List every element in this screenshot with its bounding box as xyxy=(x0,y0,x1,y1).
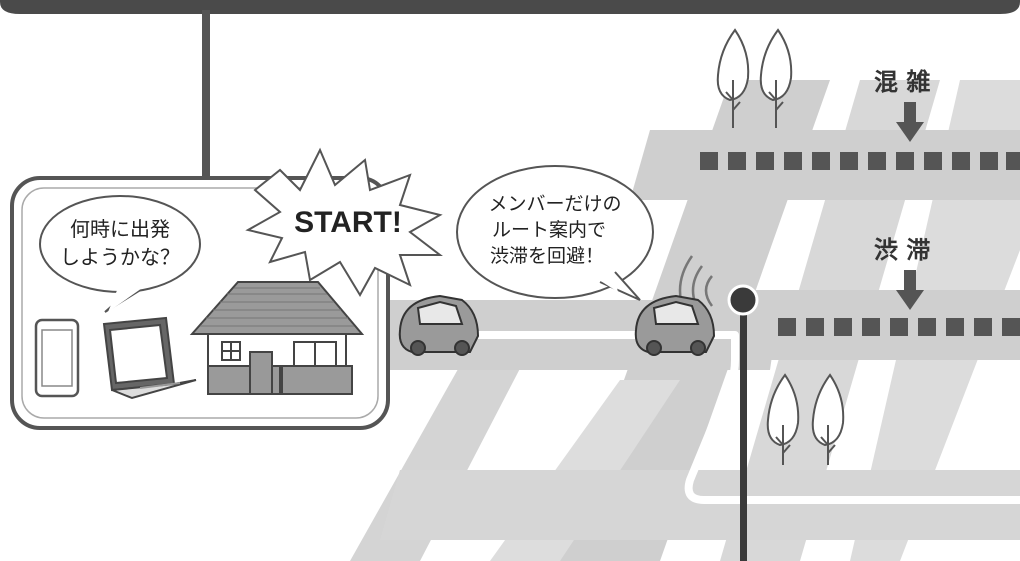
home-panel-inner xyxy=(21,187,379,419)
congestion-label: 混 雑 xyxy=(874,68,930,96)
start-burst xyxy=(245,147,443,297)
traffic-jam-label: 渋 滞 xyxy=(874,236,930,264)
tree-icon xyxy=(759,28,793,128)
connector-line xyxy=(202,10,210,180)
car-icon-left xyxy=(398,294,480,356)
thought-bubble-line2: しようかな？ xyxy=(60,245,180,269)
member-route-line xyxy=(400,331,1020,504)
house-icon xyxy=(189,281,365,395)
route-speech-bubble xyxy=(456,165,654,301)
tree-icon xyxy=(811,373,845,465)
car-icon-right xyxy=(634,294,716,356)
thought-bubble xyxy=(39,195,201,313)
trees-bottom xyxy=(766,373,845,465)
tree-icon xyxy=(766,373,800,465)
route-bubble-line1: メンバーだけの xyxy=(488,193,621,215)
congestion-blocks xyxy=(700,152,1020,170)
signal-pole xyxy=(727,284,759,561)
congestion-arrow-icon xyxy=(896,102,924,142)
top-panel-edge xyxy=(0,0,1020,14)
laptop-icon xyxy=(102,316,197,400)
start-label: START! xyxy=(294,206,402,239)
trees-top xyxy=(716,28,793,128)
road-bottom xyxy=(380,470,1020,540)
route-bubble-line2: ルート案内で xyxy=(492,219,606,241)
traffic-jam-blocks xyxy=(778,318,1020,336)
traffic-jam-arrow-icon xyxy=(896,270,924,310)
smartphone-icon xyxy=(34,318,80,398)
tree-icon xyxy=(716,28,750,128)
route-bubble-line3: 渋滞を回避！ xyxy=(490,245,604,267)
thought-bubble-line1: 何時に出発 xyxy=(70,217,170,241)
